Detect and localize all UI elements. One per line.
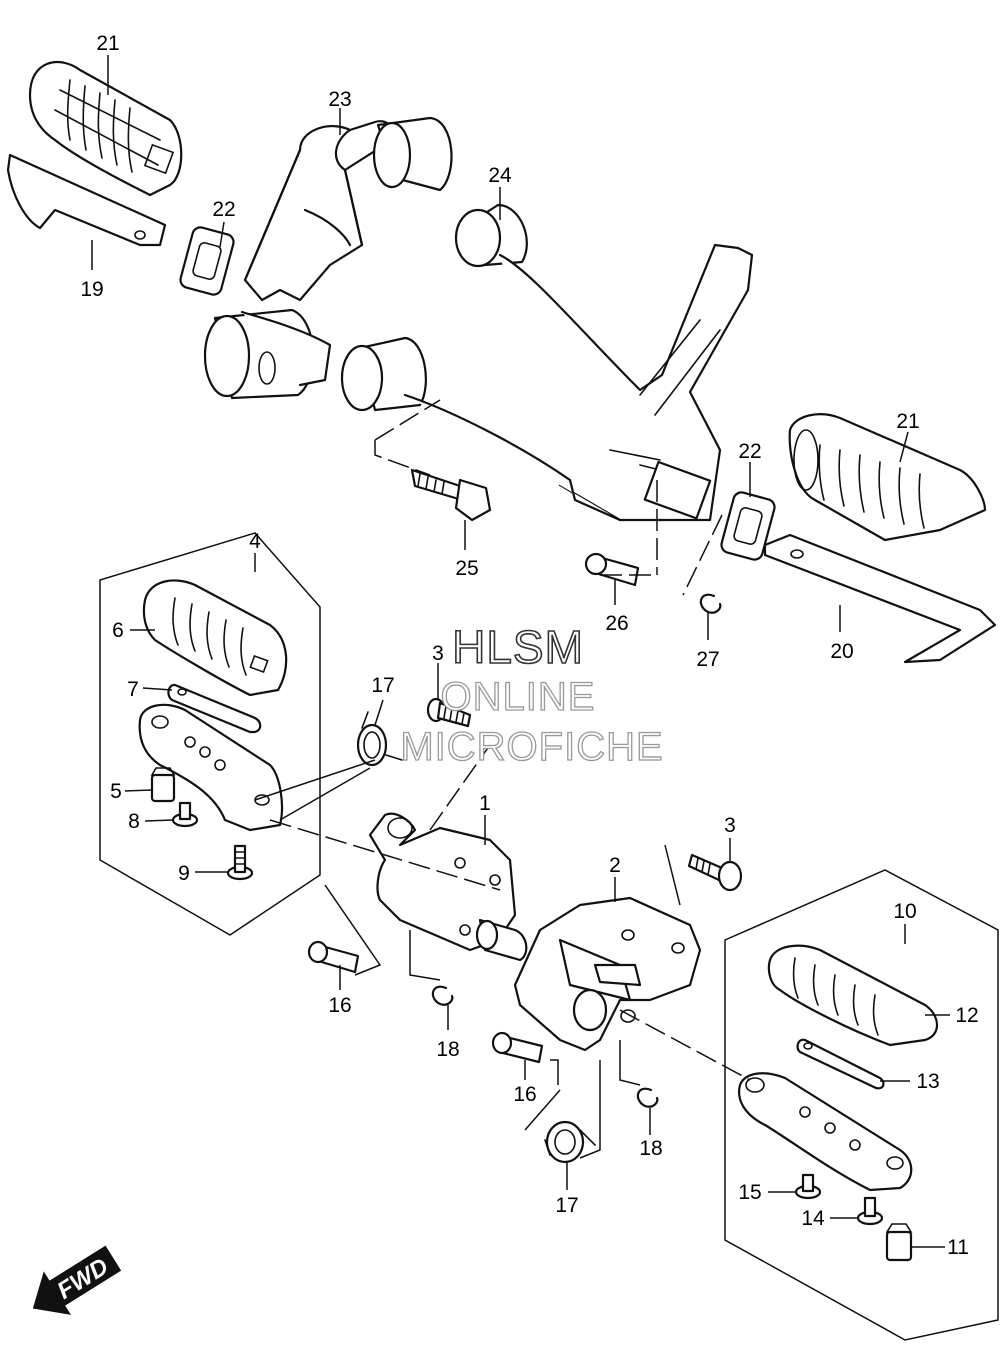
washer-22-left: [179, 226, 235, 296]
rubber-12: [767, 944, 939, 1047]
callout-12: 12: [955, 1004, 978, 1027]
bracket-24: [340, 203, 754, 522]
callout-3-top: 3: [432, 642, 444, 665]
callout-17-bottom: 17: [555, 1194, 578, 1217]
callout-19: 19: [80, 278, 103, 301]
callout-7: 7: [127, 678, 139, 701]
callout-24: 24: [488, 164, 512, 187]
assembly-box-10: [724, 869, 999, 1341]
plate-13: [796, 1038, 885, 1090]
bolt-25: [410, 468, 492, 522]
callout-11: 11: [947, 1236, 969, 1259]
callout-10: 10: [893, 900, 916, 923]
pin-16-right: [491, 1031, 544, 1064]
callout-22-left: 22: [212, 198, 235, 221]
callout-5: 5: [110, 780, 122, 803]
callout-20: 20: [830, 640, 853, 663]
pin-26: [584, 552, 640, 587]
callout-8: 8: [128, 810, 140, 833]
callout-23: 23: [328, 88, 351, 111]
rubber-6: [142, 579, 288, 697]
callout-1: 1: [479, 792, 491, 815]
bolt-3-right: [687, 853, 743, 892]
nut-5: [150, 767, 176, 803]
callout-15: 15: [738, 1181, 761, 1204]
rubber-21-right: [788, 413, 987, 542]
leader-lines: [91, 55, 950, 1248]
fwd-arrow-icon: [32, 1245, 122, 1315]
clip-27: [699, 593, 722, 614]
bracket-1: [368, 812, 528, 962]
bracket-23: [203, 116, 453, 400]
fwd-arrow: FWD: [32, 1245, 122, 1315]
nut-11: [885, 1223, 913, 1262]
bracket-2: [513, 896, 702, 1052]
bolt-15: [794, 1173, 822, 1200]
plate-19: [6, 153, 167, 247]
callout-13: 13: [916, 1070, 939, 1093]
bolt-3-top: [426, 697, 472, 728]
callout-4: 4: [249, 530, 261, 553]
callout-labels: 21 23 22 24 19 25 22 21 26 20 27 4 6 3 1…: [80, 32, 978, 1259]
callout-17-top: 17: [371, 674, 394, 697]
spring-17-bottom: [544, 1120, 596, 1164]
watermark-line-1: HLSM: [452, 621, 584, 673]
callout-22-right: 22: [738, 440, 761, 463]
callout-2: 2: [609, 854, 621, 877]
footrest-body-right: [738, 1072, 913, 1192]
callout-18-left: 18: [436, 1038, 459, 1061]
callout-16-right: 16: [513, 1083, 536, 1106]
callout-18-right: 18: [639, 1137, 662, 1160]
plate-7: [167, 683, 262, 734]
clip-18-right: [636, 1087, 659, 1108]
callout-21-right: 21: [896, 410, 919, 433]
callout-9: 9: [178, 862, 190, 885]
callout-16-left: 16: [328, 994, 351, 1017]
clip-18-left: [431, 985, 454, 1006]
footrest-body-left: [138, 703, 284, 832]
watermark-line-3: MICROFICHE: [400, 725, 663, 769]
watermark: HLSM ONLINE MICROFICHE: [400, 620, 664, 769]
spring-17-top: [356, 711, 403, 767]
assembly-box-4: [99, 532, 321, 936]
callout-25: 25: [455, 557, 478, 580]
assembly-lines: [254, 399, 751, 1159]
callout-27: 27: [696, 648, 719, 671]
callout-21-left: 21: [96, 32, 119, 55]
bolt-8: [171, 801, 199, 828]
callout-6: 6: [112, 619, 124, 642]
callout-3-right: 3: [724, 814, 736, 837]
bolt-14: [856, 1196, 884, 1226]
plate-20: [763, 533, 997, 664]
rubber-21-left: [28, 61, 183, 197]
watermark-line-2: ONLINE: [441, 675, 596, 719]
washer-22-right: [720, 491, 776, 561]
bolt-9: [226, 844, 254, 881]
callout-26: 26: [605, 612, 628, 635]
callout-14: 14: [801, 1207, 825, 1230]
pin-16-left: [307, 940, 360, 974]
